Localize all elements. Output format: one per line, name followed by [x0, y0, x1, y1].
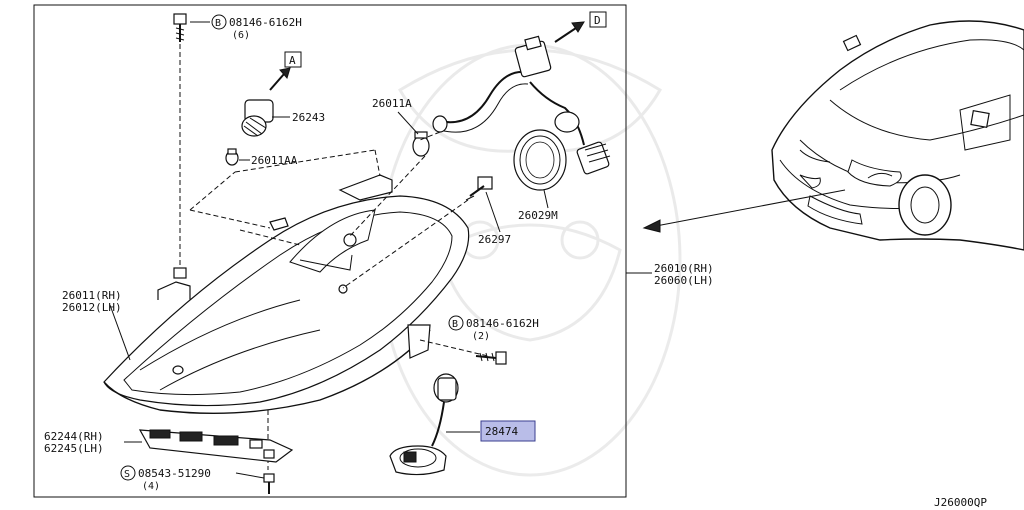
headlamp-housing-icon — [103, 174, 470, 415]
bulb-headlamp-icon — [465, 176, 493, 201]
part-label-ballast: 28474 — [485, 425, 518, 438]
svg-text:(4): (4) — [142, 481, 160, 492]
bolt-mid-icon — [475, 351, 507, 365]
reference-d-callout: D — [554, 11, 607, 43]
svg-text:(2): (2) — [472, 331, 490, 342]
ballast-highlight-box — [480, 420, 536, 442]
part-label-bulb-side: 26011A — [372, 97, 412, 110]
part-label-assembly-rh: 26010(RH) — [654, 262, 714, 275]
svg-text:D: D — [594, 14, 601, 27]
part-label-bracket-lh: 62245(LH) — [44, 442, 104, 455]
ballast-part-icon — [389, 373, 459, 476]
dust-cap-icon — [513, 129, 567, 191]
part-label-housing-lh: 26012(LH) — [62, 301, 122, 314]
bolt-mid-callout: B 08146-6162H (2) — [448, 315, 539, 342]
part-label-cap: 26029M — [518, 209, 558, 222]
bulb-side-icon — [412, 131, 430, 157]
svg-text:(6): (6) — [232, 30, 250, 41]
part-label-bulb-small: 26011AA — [251, 154, 298, 167]
diagram-code: J26000QP — [934, 496, 987, 509]
part-label-housing-rh: 26011(RH) — [62, 289, 122, 302]
svg-text:08146-6162H: 08146-6162H — [229, 16, 302, 29]
svg-text:B: B — [215, 18, 221, 29]
vehicle-location-illustration — [771, 20, 1024, 251]
screw-bottom-callout: S 08543-51290 (4) — [120, 465, 211, 492]
screw-bottom-icon — [263, 473, 275, 494]
dashed-locator-lines — [189, 131, 489, 470]
socket-part-icon — [241, 99, 274, 137]
reference-a-callout: A — [269, 51, 302, 91]
bracket-part-icon — [138, 429, 294, 463]
bulb-small-icon — [225, 148, 239, 166]
wiring-harness-icon — [432, 35, 611, 175]
svg-text:08543-51290: 08543-51290 — [138, 467, 211, 480]
part-label-socket: 26243 — [292, 111, 325, 124]
part-label-bracket-rh: 62244(RH) — [44, 430, 104, 443]
bolt-top-callout: B 08146-6162H (6) — [211, 14, 302, 41]
svg-text:B: B — [452, 319, 458, 330]
location-pointer-arrow — [642, 189, 846, 233]
part-label-bulb-h: 26297 — [478, 233, 511, 246]
svg-text:A: A — [289, 54, 296, 67]
bolt-top-icon — [173, 13, 187, 42]
svg-text:08146-6162H: 08146-6162H — [466, 317, 539, 330]
diagram-frame — [33, 4, 627, 498]
part-label-assembly-lh: 26060(LH) — [654, 274, 714, 287]
svg-text:S: S — [124, 469, 130, 480]
ballast-part-link[interactable]: 28474 — [480, 420, 536, 442]
